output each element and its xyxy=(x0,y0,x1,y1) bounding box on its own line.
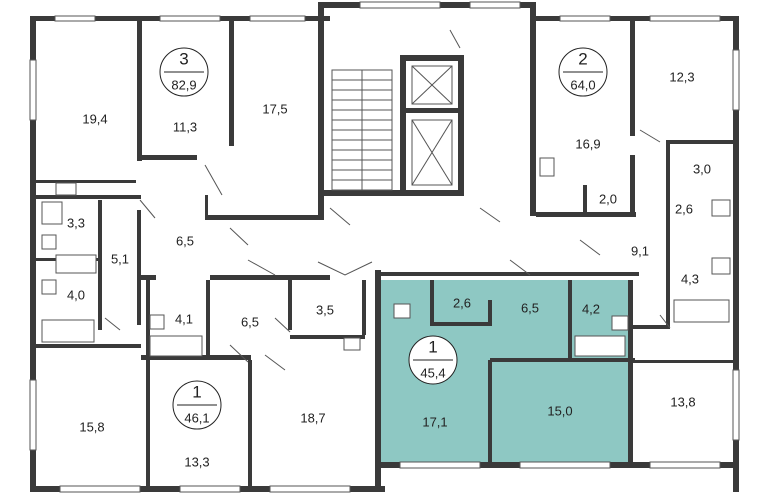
apartment-number: 3 xyxy=(179,49,188,68)
room-area: 2,0 xyxy=(599,191,617,206)
windows xyxy=(29,1,740,493)
room-area: 15,8 xyxy=(79,419,104,434)
room-area: 9,1 xyxy=(631,243,649,258)
room-area: 19,4 xyxy=(82,111,107,126)
apartment-number: 2 xyxy=(578,49,587,68)
room-area: 4,1 xyxy=(175,311,193,326)
doors xyxy=(104,29,671,371)
room-area: 12,3 xyxy=(669,69,694,84)
room-area: 6,5 xyxy=(176,233,194,248)
apartment-area: 82,9 xyxy=(171,77,196,92)
room-area: 17,5 xyxy=(262,101,287,116)
room-area: 17,1 xyxy=(422,414,447,429)
apartment-badge-1[interactable]: 1 46,1 xyxy=(172,380,222,430)
room-area: 18,7 xyxy=(300,410,325,425)
room-labels: 19,4 11,3 17,5 12,3 16,9 3,0 2,0 2,6 3,3… xyxy=(67,69,711,469)
bath-fixtures xyxy=(41,157,731,357)
apartment-area: 46,1 xyxy=(184,410,209,425)
room-area: 2,6 xyxy=(453,295,471,310)
room-area: 13,3 xyxy=(184,454,209,469)
room-area: 15,0 xyxy=(547,403,572,418)
room-area: 2,6 xyxy=(675,201,693,216)
room-area: 16,9 xyxy=(575,136,600,151)
room-area: 13,8 xyxy=(670,394,695,409)
room-area: 11,3 xyxy=(173,119,197,134)
room-area: 4,2 xyxy=(582,301,600,316)
apartment-number: 1 xyxy=(192,382,201,401)
apartment-area: 45,4 xyxy=(420,365,445,380)
room-area: 4,3 xyxy=(681,271,699,286)
staircase xyxy=(331,69,393,191)
room-area: 5,1 xyxy=(111,251,129,266)
room-area: 3,5 xyxy=(316,302,334,317)
room-area: 6,5 xyxy=(521,300,539,315)
room-area: 4,0 xyxy=(67,287,85,302)
room-area: 3,0 xyxy=(693,161,711,176)
apartment-badge-1-highlighted[interactable]: 1 45,4 xyxy=(408,335,458,385)
apartment-area: 64,0 xyxy=(570,77,595,92)
room-area: 6,5 xyxy=(241,314,259,329)
elevators xyxy=(411,65,453,186)
apartment-badge-3[interactable]: 3 82,9 xyxy=(159,47,209,97)
room-area: 3,3 xyxy=(67,215,85,230)
apartment-badge-2[interactable]: 2 64,0 xyxy=(558,47,608,97)
apartment-number: 1 xyxy=(428,337,437,356)
